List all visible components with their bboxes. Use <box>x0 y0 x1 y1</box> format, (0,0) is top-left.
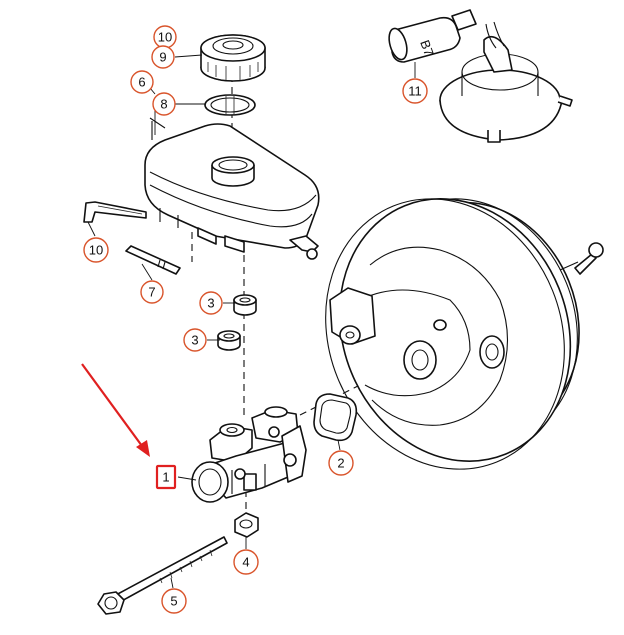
callout-10-top: 10 <box>153 25 177 49</box>
svg-text:7: 7 <box>148 285 155 300</box>
callout-3-lower: 3 <box>183 328 207 352</box>
callout-5: 5 <box>161 588 187 614</box>
filler-cap <box>200 34 266 82</box>
svg-text:9: 9 <box>159 50 166 65</box>
svg-text:2: 2 <box>337 456 344 471</box>
svg-text:11: 11 <box>408 84 422 99</box>
callout-7: 7 <box>140 280 164 304</box>
vacuum-sensor-inset: B7 <box>388 9 573 143</box>
svg-text:4: 4 <box>242 555 249 570</box>
callout-11: 11 <box>402 78 428 104</box>
brake-booster <box>325 198 604 470</box>
callout-10-connector: 10 <box>83 237 109 263</box>
brake-fluid-reservoir <box>144 117 320 260</box>
highlight-callout-1: 1 <box>155 464 177 490</box>
svg-text:3: 3 <box>191 333 198 348</box>
retaining-pin <box>125 245 181 275</box>
grommet-upper <box>233 294 257 316</box>
gasket <box>313 393 358 442</box>
svg-text:1: 1 <box>162 470 169 485</box>
grommet-lower <box>217 330 241 351</box>
callout-8: 8 <box>152 92 176 116</box>
sensor-label: B7 <box>417 38 437 58</box>
callout-2: 2 <box>328 450 354 476</box>
sealing-ring <box>204 94 256 116</box>
svg-text:6: 6 <box>138 75 145 90</box>
callout-3-upper: 3 <box>199 291 223 315</box>
svg-text:10: 10 <box>158 30 172 45</box>
callout-6: 6 <box>130 70 154 94</box>
highlight-arrow <box>81 363 150 457</box>
svg-text:8: 8 <box>160 97 167 112</box>
svg-text:10: 10 <box>89 243 103 258</box>
svg-text:5: 5 <box>170 594 177 609</box>
hex-nut <box>234 512 259 538</box>
callout-9: 9 <box>151 45 175 69</box>
svg-text:3: 3 <box>207 296 214 311</box>
long-bolt <box>97 536 228 615</box>
brake-master-cylinder <box>191 406 307 503</box>
warning-contact-connector <box>83 201 147 223</box>
callout-4: 4 <box>233 549 259 575</box>
